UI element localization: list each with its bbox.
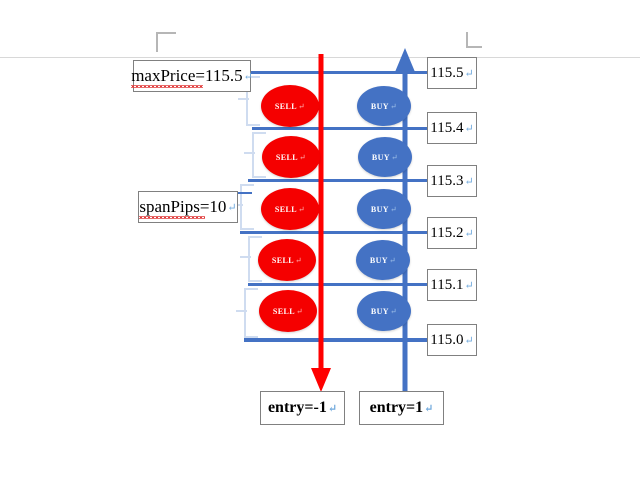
sell-label: SELL [274, 204, 297, 214]
buy-order-5[interactable]: BUY↵ [357, 291, 411, 331]
return-mark-icon: ↵ [388, 255, 397, 265]
span-bracket-4 [248, 236, 262, 282]
price-value: 115.3 [430, 172, 464, 189]
return-mark-icon: ↵ [464, 227, 474, 240]
price-line-115-5 [246, 71, 468, 74]
return-mark-icon: ↵ [464, 334, 474, 347]
buy-label: BUY [370, 204, 389, 214]
span-tick-4 [240, 256, 251, 258]
price-value: 115.2 [430, 224, 464, 241]
return-mark-icon: ↵ [389, 204, 398, 214]
price-label-115-5[interactable]: 115.5↵ [427, 57, 477, 89]
price-line-115-3 [248, 179, 468, 182]
buy-label: BUY [369, 255, 388, 265]
return-mark-icon: ↵ [327, 402, 338, 415]
span-pips-annotation[interactable]: spanPips=10 ↵ [138, 191, 238, 223]
sell-label: SELL [271, 255, 294, 265]
return-mark-icon: ↵ [424, 402, 434, 415]
buy-order-1[interactable]: BUY↵ [357, 86, 411, 126]
price-line-115-1 [248, 283, 468, 286]
return-mark-icon: ↵ [297, 101, 306, 111]
sell-order-1[interactable]: SELL↵ [261, 85, 319, 127]
buy-label: BUY [370, 306, 389, 316]
return-mark-icon: ↵ [389, 306, 398, 316]
price-line-115-0 [244, 338, 468, 342]
buy-order-2[interactable]: BUY↵ [358, 137, 412, 177]
buy-direction-arrow [395, 48, 415, 394]
price-label-115-3[interactable]: 115.3↵ [427, 165, 477, 197]
span-pips-text: spanPips=10 [139, 197, 227, 216]
span-tick-2 [244, 152, 255, 154]
sell-direction-arrow [311, 54, 331, 392]
max-price-text: maxPrice=115.5 [131, 66, 243, 85]
span-bracket-5 [244, 288, 258, 338]
sell-order-4[interactable]: SELL↵ [258, 239, 316, 281]
span-bracket-3 [240, 184, 254, 230]
price-value: 115.4 [430, 119, 464, 136]
price-value: 115.5 [430, 64, 464, 81]
return-mark-icon: ↵ [295, 306, 304, 316]
price-value: 115.0 [430, 331, 464, 348]
price-line-115-4 [252, 127, 468, 130]
sell-order-3[interactable]: SELL↵ [261, 188, 319, 230]
buy-order-4[interactable]: BUY↵ [356, 240, 410, 280]
sell-entry-box[interactable]: entry=-1↵ [260, 391, 345, 425]
return-mark-icon: ↵ [390, 152, 399, 162]
sell-entry-text: entry=-1 [267, 399, 327, 416]
margin-mark-top-left [156, 32, 176, 52]
return-mark-icon: ↵ [464, 279, 474, 292]
margin-mark-top-right [466, 32, 482, 48]
buy-entry-box[interactable]: entry=1↵ [359, 391, 444, 425]
return-mark-icon: ↵ [227, 201, 237, 214]
price-label-115-2[interactable]: 115.2↵ [427, 217, 477, 249]
sell-order-5[interactable]: SELL↵ [259, 290, 317, 332]
sell-label: SELL [274, 101, 297, 111]
return-mark-icon: ↵ [297, 204, 306, 214]
sell-order-2[interactable]: SELL↵ [262, 136, 320, 178]
spellcheck-underline [131, 85, 204, 88]
return-mark-icon: ↵ [464, 175, 474, 188]
span-tick-1 [238, 98, 249, 100]
price-line-115-2 [240, 231, 468, 234]
span-pips-connector [238, 192, 252, 194]
price-label-115-4[interactable]: 115.4↵ [427, 112, 477, 144]
span-bracket-1 [246, 76, 260, 126]
sell-label: SELL [275, 152, 298, 162]
price-label-115-1[interactable]: 115.1↵ [427, 269, 477, 301]
max-price-annotation[interactable]: maxPrice=115.5 ↵ [131, 60, 253, 92]
price-label-115-0[interactable]: 115.0↵ [427, 324, 477, 356]
return-mark-icon: ↵ [389, 101, 398, 111]
buy-label: BUY [370, 101, 389, 111]
return-mark-icon: ↵ [243, 70, 253, 83]
span-bracket-2 [252, 132, 266, 178]
buy-label: BUY [371, 152, 390, 162]
return-mark-icon: ↵ [464, 67, 474, 80]
spellcheck-underline [139, 216, 206, 219]
return-mark-icon: ↵ [464, 122, 474, 135]
buy-order-3[interactable]: BUY↵ [357, 189, 411, 229]
sell-label: SELL [272, 306, 295, 316]
span-tick-5 [236, 310, 247, 312]
return-mark-icon: ↵ [298, 152, 307, 162]
price-value: 115.1 [430, 276, 464, 293]
return-mark-icon: ↵ [294, 255, 303, 265]
buy-entry-text: entry=1 [369, 399, 424, 416]
